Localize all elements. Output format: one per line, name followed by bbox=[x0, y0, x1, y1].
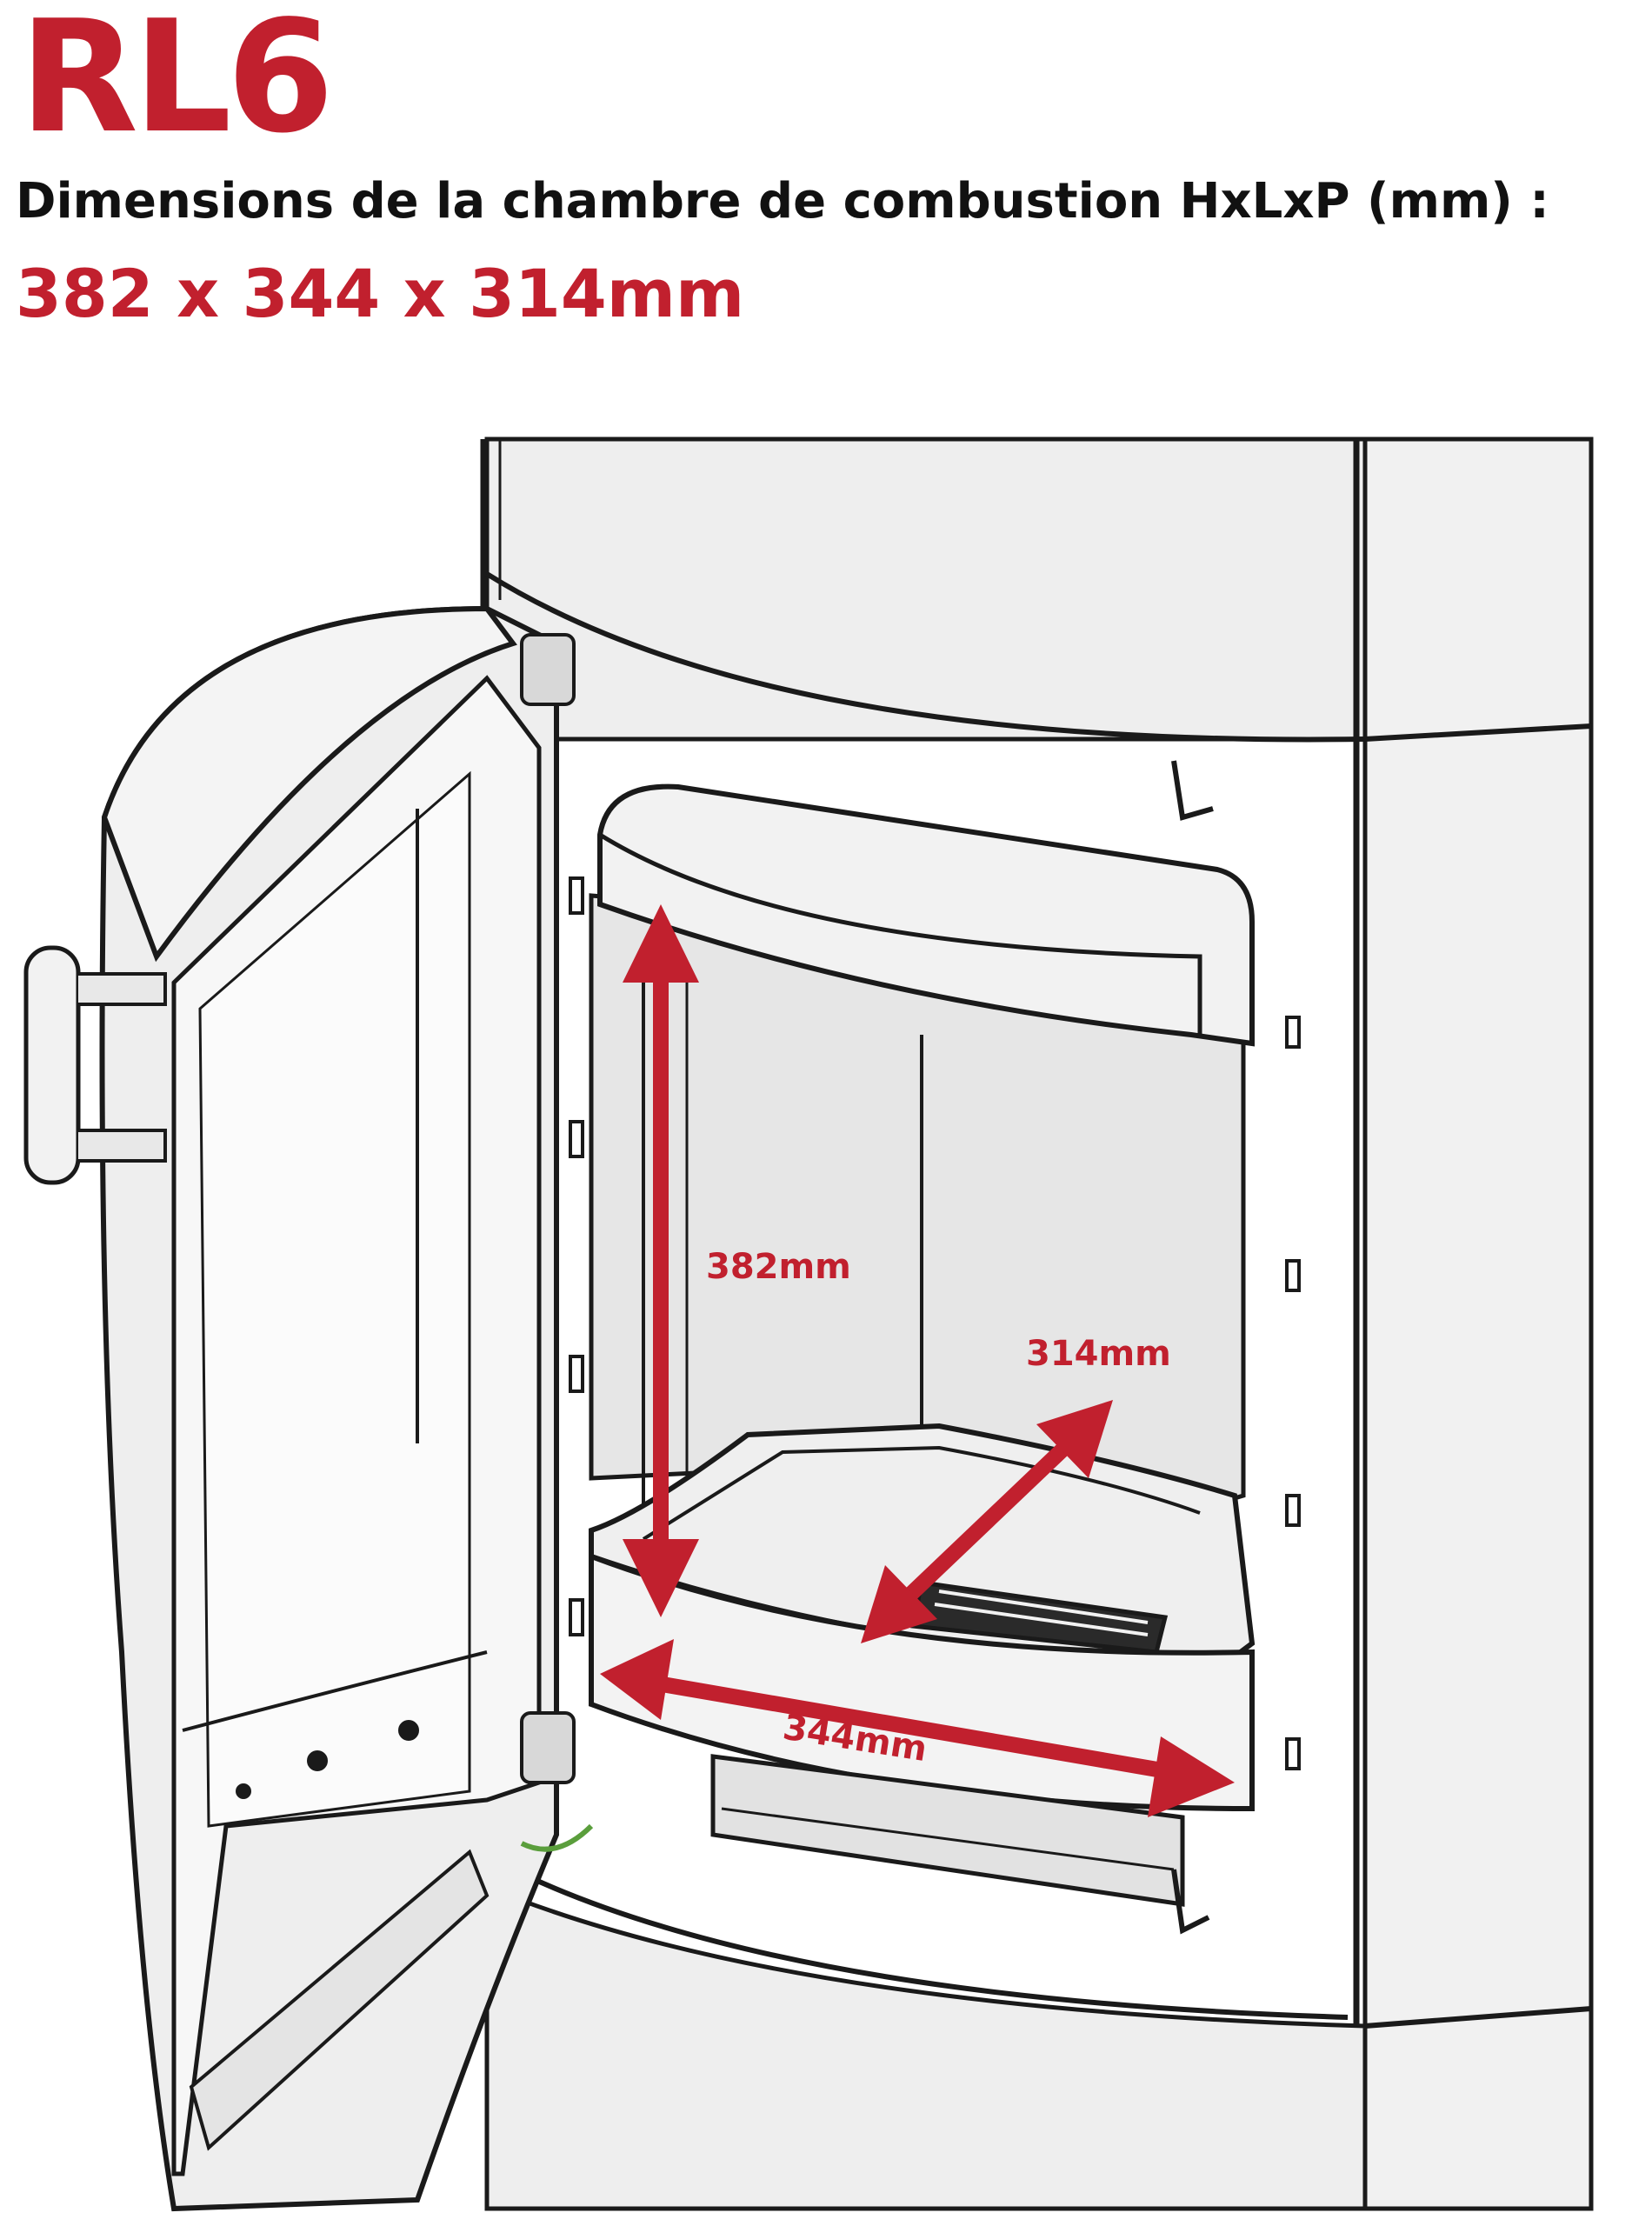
ashpan bbox=[710, 1754, 1185, 1907]
clip-top bbox=[1171, 760, 1214, 821]
handle-arm-bottom bbox=[78, 1129, 167, 1163]
tab-l3 bbox=[569, 1355, 584, 1393]
right-column-seam-bottom bbox=[1364, 2006, 1592, 2029]
lower-column bbox=[484, 1883, 1368, 2211]
stove-body bbox=[480, 437, 1594, 2211]
upper-rim bbox=[485, 571, 1366, 743]
handle-arm-top bbox=[78, 972, 167, 1006]
model-title: RL6 bbox=[19, 0, 334, 167]
depth-label: 314mm bbox=[1026, 1334, 1171, 1374]
firebox bbox=[569, 760, 1301, 1935]
hinge-spring bbox=[520, 1823, 594, 1852]
height-label: 382mm bbox=[706, 1247, 851, 1287]
rivet-1 bbox=[307, 1750, 328, 1771]
ashpan-line bbox=[721, 1807, 1175, 1871]
dimension-arrows bbox=[600, 904, 1235, 1817]
door-rail bbox=[182, 1650, 488, 1732]
rivet-2 bbox=[398, 1720, 419, 1741]
tab-r2 bbox=[1285, 1259, 1301, 1292]
baffle-front bbox=[598, 832, 1202, 1035]
right-column bbox=[1362, 437, 1594, 2211]
right-column-seam-top bbox=[1364, 723, 1592, 742]
door-handle bbox=[23, 945, 81, 1185]
dimensions-value: 382 x 344 x 314mm bbox=[16, 255, 745, 332]
front-sill bbox=[589, 1552, 1255, 1812]
rivet-3 bbox=[236, 1783, 251, 1799]
height-arrow bbox=[623, 904, 699, 1617]
glass-pane bbox=[198, 770, 471, 1828]
door-cap bbox=[101, 605, 517, 963]
tab-r3 bbox=[1285, 1494, 1301, 1527]
tab-l2 bbox=[569, 1120, 584, 1158]
tab-r4 bbox=[1285, 1737, 1301, 1770]
tab-l4 bbox=[569, 1598, 584, 1636]
tab-l1 bbox=[569, 876, 584, 915]
door-lower-bracket bbox=[189, 1849, 490, 2151]
lower-rim bbox=[511, 1867, 1349, 2020]
open-door bbox=[23, 605, 594, 2212]
dimensions-heading: Dimensions de la chambre de combustion H… bbox=[16, 173, 1549, 230]
hinge-bottom bbox=[520, 1711, 576, 1784]
depth-arrow bbox=[861, 1400, 1113, 1643]
hearth-inner bbox=[642, 1445, 1201, 1541]
tab-r1 bbox=[1285, 1016, 1301, 1049]
grate-slots bbox=[934, 1590, 1149, 1636]
baffle bbox=[597, 783, 1255, 1047]
width-arrow bbox=[600, 1639, 1235, 1817]
clip-bottom bbox=[1171, 1869, 1210, 1935]
hinge-top bbox=[520, 633, 576, 706]
